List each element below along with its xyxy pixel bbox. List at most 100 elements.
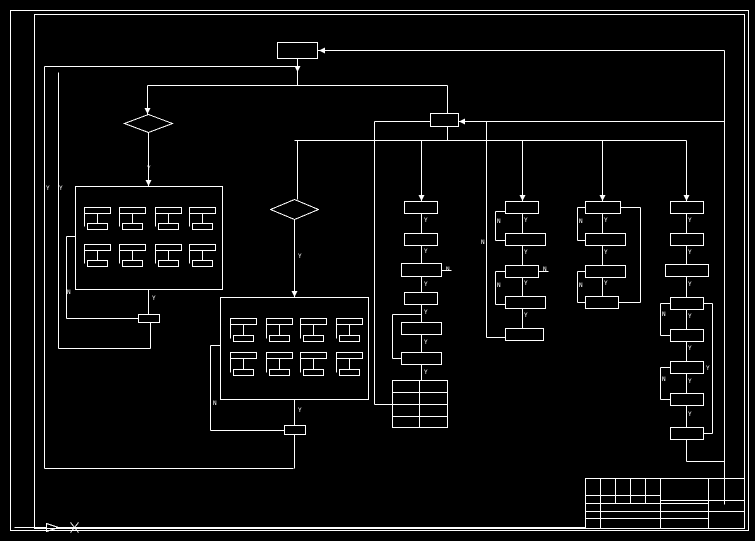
- middle-decision-diamond: [269, 198, 320, 221]
- middle-sub-block-2-bottom: [300, 352, 327, 359]
- left-sub-block-3-top: [189, 207, 216, 214]
- middle-group-box: [220, 297, 369, 400]
- yes-label: Y: [524, 280, 528, 287]
- middle-sub-block-0-bottom: [230, 352, 257, 359]
- yes-label: Y: [688, 378, 692, 385]
- middle-sub-block-2-bottom-b: [303, 369, 324, 376]
- yes-label: Y: [524, 217, 528, 224]
- no-label: N: [481, 239, 485, 246]
- yes-label: Y: [688, 281, 692, 288]
- yes-label: Y: [298, 407, 302, 414]
- yes-label: Y: [298, 253, 302, 260]
- c4-box4: [670, 297, 704, 310]
- c4-box2: [670, 233, 704, 246]
- yes-label: Y: [604, 217, 608, 224]
- no-label: N: [662, 376, 666, 383]
- yes-label: Y: [688, 249, 692, 256]
- c2-box4: [505, 296, 546, 309]
- no-label: N: [662, 311, 666, 318]
- left-group-box: [75, 186, 223, 290]
- middle-sub-block-3-bottom: [336, 352, 363, 359]
- left-sub-block-0-top: [84, 207, 111, 214]
- c4-box8: [670, 427, 704, 440]
- left-sub-block-2-bottom-b: [158, 260, 179, 267]
- middle-sub-block-1-top-b: [269, 335, 290, 342]
- yes-label: Y: [424, 369, 428, 376]
- no-label: N: [543, 266, 547, 273]
- no-label: N: [579, 218, 583, 225]
- left-sub-block-2-top: [155, 207, 182, 214]
- middle-sub-block-1-top: [266, 318, 293, 325]
- middle-sub-block-2-top: [300, 318, 327, 325]
- middle-sub-block-3-bottom-b: [339, 369, 360, 376]
- yes-label: Y: [524, 249, 528, 256]
- yes-label: Y: [424, 281, 428, 288]
- middle-sub-block-0-top-b: [233, 335, 254, 342]
- c4-box1: [670, 201, 704, 214]
- c4-box7: [670, 393, 704, 406]
- inner-frame: [34, 14, 745, 529]
- c4-box6: [670, 361, 704, 374]
- yes-label: Y: [604, 280, 608, 287]
- yes-label: Y: [688, 313, 692, 320]
- yes-label: Y: [424, 217, 428, 224]
- no-label: N: [67, 289, 71, 296]
- c4-box3: [665, 264, 709, 277]
- left-sub-block-1-bottom-b: [122, 260, 143, 267]
- yes-label: Y: [147, 165, 151, 172]
- yes-label: Y: [688, 411, 692, 418]
- left-sub-block-1-bottom: [119, 244, 146, 251]
- outer-frame: [10, 10, 749, 531]
- left-sub-block-3-bottom-b: [192, 260, 213, 267]
- left-sub-block-2-bottom: [155, 244, 182, 251]
- yes-label: Y: [59, 185, 63, 192]
- c3-box4: [585, 296, 619, 309]
- c1-box3: [401, 263, 442, 277]
- c1-box4: [404, 292, 438, 305]
- yes-label: Y: [46, 185, 50, 192]
- yes-label: Y: [152, 295, 156, 302]
- c1-box2: [404, 233, 438, 246]
- left-sub-block-0-bottom-b: [87, 260, 108, 267]
- c4-box5: [670, 329, 704, 342]
- hub-box: [430, 113, 459, 127]
- no-label: N: [213, 400, 217, 407]
- left-sub-block-1-top-b: [122, 223, 143, 230]
- left-merge-box: [138, 314, 160, 323]
- no-label: N: [497, 218, 501, 225]
- yes-label: Y: [424, 309, 428, 316]
- c3-box1: [585, 201, 621, 214]
- yes-label: Y: [688, 217, 692, 224]
- c1-box5: [401, 322, 442, 335]
- yes-label: Y: [424, 339, 428, 346]
- left-sub-block-3-top-b: [192, 223, 213, 230]
- yes-label: Y: [706, 365, 710, 372]
- c3-box2: [585, 233, 626, 246]
- left-sub-block-3-bottom: [189, 244, 216, 251]
- middle-sub-block-0-top: [230, 318, 257, 325]
- left-sub-block-0-bottom: [84, 244, 111, 251]
- yes-label: Y: [604, 249, 608, 256]
- yes-label: Y: [424, 248, 428, 255]
- c1-box6: [401, 352, 442, 365]
- middle-sub-block-3-top-b: [339, 335, 360, 342]
- c1-box1: [404, 201, 438, 214]
- no-label: N: [497, 282, 501, 289]
- c2-box1: [505, 201, 539, 214]
- no-label: N: [446, 266, 450, 273]
- start-box: [277, 42, 318, 59]
- left-sub-block-0-top-b: [87, 223, 108, 230]
- no-label: N: [579, 282, 583, 289]
- c2-box2: [505, 233, 546, 246]
- middle-sub-block-3-top: [336, 318, 363, 325]
- middle-sub-block-1-bottom-b: [269, 369, 290, 376]
- yes-label: Y: [524, 312, 528, 319]
- left-sub-block-1-top: [119, 207, 146, 214]
- middle-sub-block-0-bottom-b: [233, 369, 254, 376]
- c2-box5: [505, 328, 544, 341]
- middle-sub-block-1-bottom: [266, 352, 293, 359]
- c2-box3: [505, 265, 539, 278]
- middle-sub-block-2-top-b: [303, 335, 324, 342]
- c3-box3: [585, 265, 626, 278]
